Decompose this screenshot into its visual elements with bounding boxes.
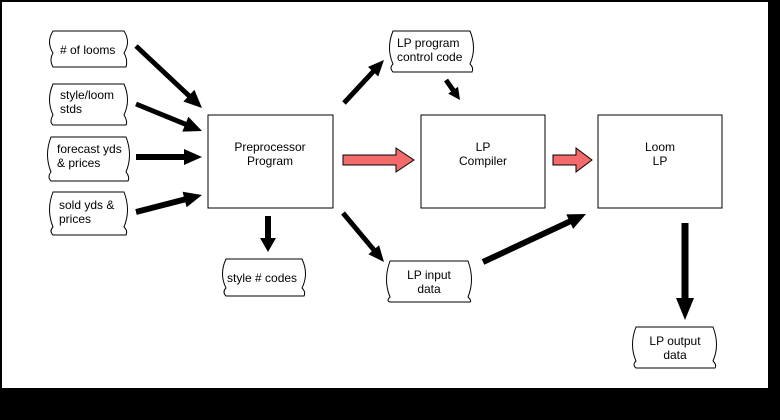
box-loom-lp-line1: Loom bbox=[645, 140, 675, 154]
arrow-input-data-to-loom-lp bbox=[481, 214, 586, 265]
doc-forecast-line2: & prices bbox=[57, 156, 100, 170]
arrow-style-loom-to-preprocessor bbox=[135, 101, 202, 132]
doc-style-loom-line1: style/loom bbox=[60, 88, 114, 102]
arrow-preprocessor-to-compiler bbox=[342, 147, 415, 173]
box-preprocessor-line1: Preprocessor bbox=[234, 140, 305, 154]
box-loom-lp: Loom LP bbox=[597, 114, 723, 209]
connector-arrows bbox=[134, 44, 694, 320]
arrow-loom-lp-to-output-data bbox=[676, 223, 694, 320]
doc-lp-output-line1: LP output bbox=[649, 334, 701, 348]
doc-style-loom-stds: style/loom stds bbox=[49, 83, 128, 126]
arrow-sold-to-preprocessor bbox=[135, 191, 202, 215]
doc-style-codes: style # codes bbox=[222, 258, 306, 297]
doc-sold-line1: sold yds & bbox=[59, 198, 114, 212]
box-loom-lp-line2: LP bbox=[653, 154, 668, 168]
doc-lp-input-line1: LP input bbox=[407, 268, 451, 282]
doc-lp-output-line2: data bbox=[663, 348, 687, 362]
box-compiler-line1: LP bbox=[476, 140, 491, 154]
arrow-forecast-to-preprocessor bbox=[136, 149, 202, 165]
doc-lp-input-line2: data bbox=[417, 282, 441, 296]
arrow-looms-to-preprocessor bbox=[134, 44, 202, 108]
doc-style-loom-line2: stds bbox=[60, 102, 82, 116]
box-preprocessor: Preprocessor Program bbox=[207, 114, 334, 209]
arrow-preprocessor-to-control-code bbox=[342, 60, 384, 105]
box-preprocessor-line2: Program bbox=[247, 154, 293, 168]
doc-looms-label: # of looms bbox=[60, 43, 115, 57]
doc-looms: # of looms bbox=[49, 30, 128, 68]
box-compiler: LP Compiler bbox=[420, 114, 546, 209]
arrow-preprocessor-to-input-data bbox=[341, 211, 384, 262]
doc-sold-line2: prices bbox=[59, 212, 91, 226]
arrow-preprocessor-to-style-codes bbox=[260, 216, 276, 252]
doc-control-code-line2: control code bbox=[397, 50, 463, 64]
doc-lp-input-data: LP input data bbox=[386, 260, 472, 303]
arrow-compiler-to-loom-lp bbox=[552, 147, 593, 173]
doc-lp-output-data: LP output data bbox=[632, 326, 717, 369]
doc-sold: sold yds & prices bbox=[49, 191, 128, 236]
doc-control-code: LP program control code bbox=[389, 30, 474, 73]
doc-control-code-line1: LP program bbox=[397, 36, 459, 50]
doc-style-codes-label: style # codes bbox=[227, 271, 297, 285]
arrow-control-code-to-compiler bbox=[444, 78, 460, 100]
box-compiler-line2: Compiler bbox=[459, 154, 507, 168]
doc-forecast-line1: forecast yds bbox=[57, 142, 122, 156]
doc-forecast: forecast yds & prices bbox=[47, 136, 130, 182]
